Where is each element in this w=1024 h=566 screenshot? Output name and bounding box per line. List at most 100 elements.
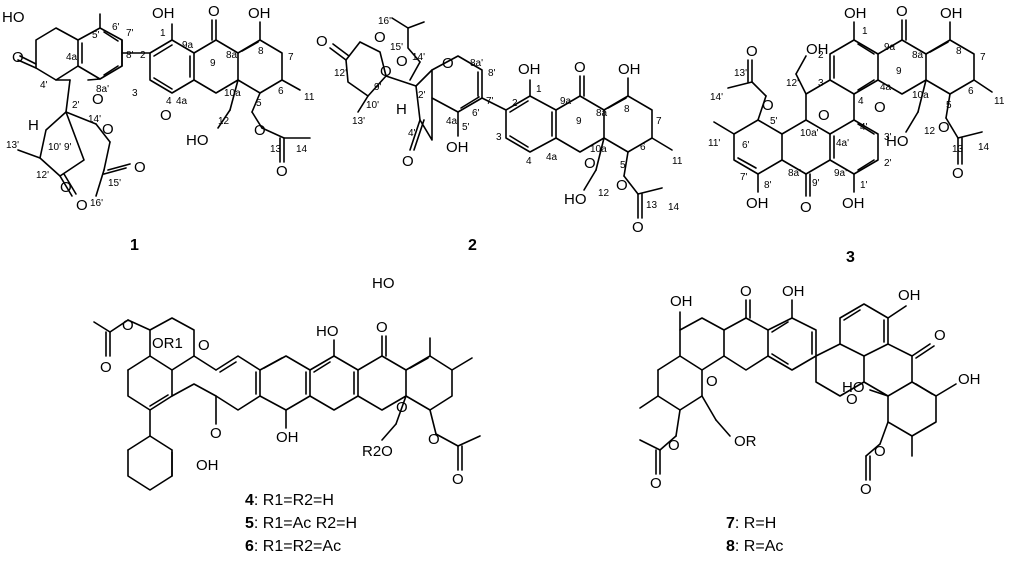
svg-text:4': 4' [408,128,416,139]
svg-text:8a': 8a' [788,168,801,179]
svg-text:11': 11' [708,138,720,149]
carbonyl-oxygen-label: O [934,327,946,344]
hydroxyl-label: OH [276,429,299,446]
svg-text:10a: 10a [590,144,607,155]
carbonyl-oxygen-label: O [208,3,220,20]
svg-text:2: 2 [818,50,824,61]
svg-text:4': 4' [860,122,868,133]
svg-text:10a': 10a' [800,128,819,139]
hydroxyl-label: OH [248,5,271,22]
svg-text:7: 7 [656,116,662,127]
svg-text:9a: 9a [560,96,572,107]
ester-oxygen-label: O [254,122,266,139]
ring-oxygen-label: O [706,373,718,390]
svg-text:8': 8' [764,180,772,191]
svg-text:13: 13 [952,144,964,155]
ring-oxygen-label: O [874,99,886,116]
svg-text:9: 9 [576,116,582,127]
svg-text:9': 9' [64,142,72,153]
carbonyl-oxygen-label: O [12,49,24,66]
svg-text:15': 15' [390,42,403,53]
svg-text:6': 6' [112,22,120,33]
carbonyl-oxygen-label: O [952,165,964,182]
svg-text:10a: 10a [912,90,929,101]
svg-text:11: 11 [304,92,315,103]
svg-text:2: 2 [512,98,518,109]
hydrogen-label: H [28,117,39,134]
svg-text:11: 11 [994,96,1005,107]
atom-numbering: 1 9a 9 8a 8 7 6 5 11 10a 4a 4 2 3 12 13 … [708,26,1005,191]
hydroxyl-label: HO [186,132,209,149]
svg-text:9': 9' [812,178,820,189]
svg-text:8': 8' [126,50,134,61]
compound-2-label: 2 [468,237,477,254]
svg-text:3: 3 [496,132,502,143]
svg-text:6': 6' [472,108,480,119]
substituent-or-label: OR [734,433,757,450]
ring-oxygen-label: O [584,155,596,172]
svg-text:2: 2 [140,50,146,61]
svg-text:9a: 9a [884,42,896,53]
svg-text:8: 8 [956,46,962,57]
compound-1-label: 1 [130,237,139,254]
svg-text:13': 13' [352,116,365,127]
structure-compound-3: OH O OH O HO O O O O OH O O OH OH 1 9a 9… [708,3,1005,266]
carbonyl-oxygen-label: O [276,163,288,180]
svg-text:7: R=H: 7: R=H [726,515,776,532]
svg-text:14: 14 [978,142,990,153]
ether-oxygen-label: O [92,91,104,108]
svg-text:12: 12 [598,188,610,199]
svg-text:4a: 4a [176,96,188,107]
svg-text:8a: 8a [596,108,608,119]
hydroxyl-label: OH [518,61,541,78]
svg-text:14: 14 [296,144,308,155]
carbonyl-oxygen-label: O [746,43,758,60]
svg-text:8a: 8a [226,50,238,61]
svg-text:8a': 8a' [470,58,483,69]
carbonyl-oxygen-label: O [76,197,88,214]
svg-text:1: 1 [536,84,542,95]
ring-oxygen-label: O [846,391,858,408]
hydrogen-label: H [396,101,407,118]
svg-text:16': 16' [378,16,391,27]
svg-text:14': 14' [412,52,425,63]
svg-text:5: 5 [620,160,626,171]
hydroxyl-label: OH [782,283,805,300]
substituent-r2o-label: R2O [362,443,393,460]
atom-numbering: 16' 15' 14' 12' 9' 10' 13' 2' 8a' 8' 7' … [334,16,683,213]
carbonyl-oxygen-label: O [632,219,644,236]
structure-compound-1: HO OH OH O O H HO O O O O O O O O 5' 6' … [2,3,315,254]
svg-text:7': 7' [740,172,748,183]
hydroxyl-label: HO [886,133,909,150]
ester-oxygen-label: O [762,97,774,114]
carbonyl-oxygen-label: O [800,199,812,216]
svg-text:13: 13 [270,144,282,155]
svg-text:12: 12 [218,116,230,127]
ester-oxygen-label: O [428,431,440,448]
ring-oxygen-label: O [442,55,454,72]
hydroxyl-label: OH [152,5,175,22]
hydroxyl-label: OH [618,61,641,78]
svg-text:1: 1 [160,28,166,39]
svg-text:4': 4' [40,80,48,91]
carbonyl-oxygen-label: O [316,33,328,50]
lactone-oxygen-label: O [60,179,72,196]
carbonyl-oxygen-label: O [860,481,872,498]
svg-text:13: 13 [646,200,658,211]
carbonyl-oxygen-label: O [210,425,222,442]
hydroxyl-label: OH [940,5,963,22]
substituent-or1-label: OR1 [152,335,183,352]
svg-text:12: 12 [924,126,936,137]
ring-oxygen-label: O [160,107,172,124]
svg-text:5: R1=Ac R2=H: 5: R1=Ac R2=H [245,515,357,532]
svg-text:4a: 4a [880,82,892,93]
svg-text:10': 10' [366,100,379,111]
svg-text:5: 5 [946,100,952,111]
hydroxyl-label: HO [564,191,587,208]
carbonyl-oxygen-label: O [452,471,464,488]
structure-compound-2: O O O O O H O OH OH O OH O HO O O 16' 15… [316,16,683,254]
hydroxyl-label: OH [806,41,829,58]
svg-text:6: R1=R2=Ac: 6: R1=R2=Ac [245,538,341,555]
carbonyl-oxygen-label: O [376,319,388,336]
